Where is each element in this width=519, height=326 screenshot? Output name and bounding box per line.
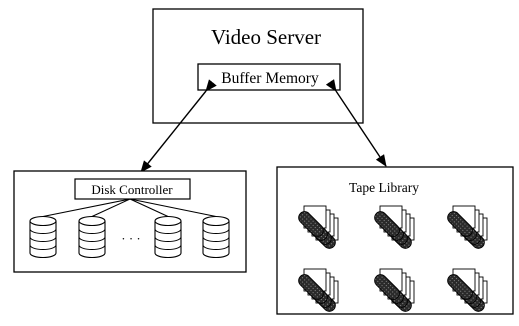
buffer-memory-label: Buffer Memory (221, 70, 319, 87)
disk-cylinder-icon (78, 215, 106, 259)
disk-ellipsis: · · · (121, 231, 141, 246)
disk-cylinder-icon (29, 215, 57, 259)
tape-cartridge-icon (447, 268, 488, 312)
buffer-memory-box: Buffer Memory (197, 63, 341, 91)
disk-cylinder-icon (202, 215, 230, 259)
tape-cartridge-icon (298, 268, 339, 312)
disk-subsystem-box: Disk Controller · · · (13, 170, 247, 273)
disk-connection-line (129, 198, 169, 217)
disk-connection-lines (42, 198, 217, 218)
tape-library-box: Tape Library (276, 166, 514, 315)
tape-cartridge-icon (298, 205, 339, 249)
arrow-buffer-to-disk (140, 79, 217, 173)
disk-cylinder-icon (154, 215, 182, 259)
tape-array (298, 205, 488, 312)
disk-connection-line (42, 198, 131, 218)
video-server-title: Video Server (211, 25, 321, 49)
tape-cartridge-icon (374, 205, 415, 249)
disk-controller-label: Disk Controller (91, 182, 173, 197)
tape-library-title: Tape Library (349, 180, 419, 195)
tape-cartridge-icon (374, 268, 415, 312)
disk-connection-line (91, 198, 131, 217)
arrow-buffer-to-tape (325, 79, 387, 167)
tape-cartridge-icon (447, 205, 488, 249)
disk-array (29, 215, 230, 259)
arrows (140, 79, 387, 173)
disk-connection-line (129, 198, 217, 218)
